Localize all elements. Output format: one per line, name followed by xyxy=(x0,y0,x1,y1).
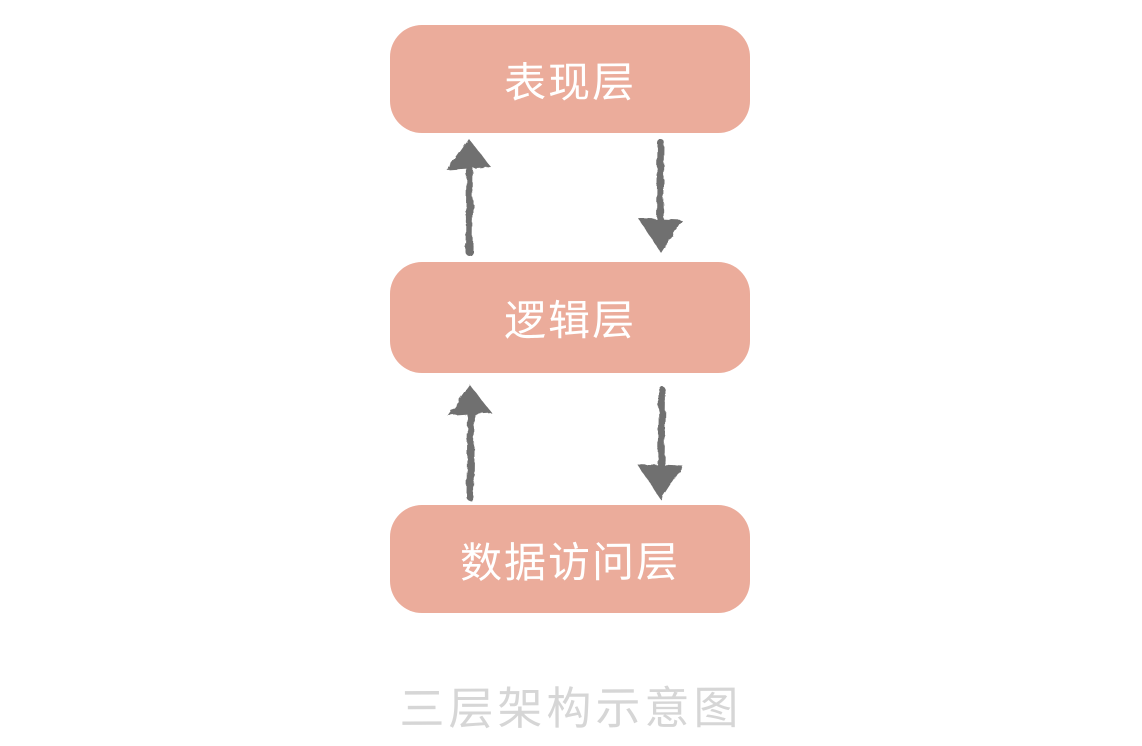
arrow-up-icon xyxy=(448,385,492,501)
layer-label-logic: 逻辑层 xyxy=(503,296,637,345)
layer-label-data-access: 数据访问层 xyxy=(459,537,681,587)
layer-label-presentation: 表现层 xyxy=(503,58,637,106)
layer-box-presentation: 表现层 xyxy=(390,25,750,133)
arrow-up-icon xyxy=(447,139,491,256)
diagram-caption: 三层架构示意图 xyxy=(399,682,743,735)
arrow-down-icon xyxy=(638,139,682,253)
layer-box-data-access: 数据访问层 xyxy=(390,505,750,613)
layer-box-logic: 逻辑层 xyxy=(390,262,750,373)
arrow-down-icon xyxy=(637,386,683,500)
